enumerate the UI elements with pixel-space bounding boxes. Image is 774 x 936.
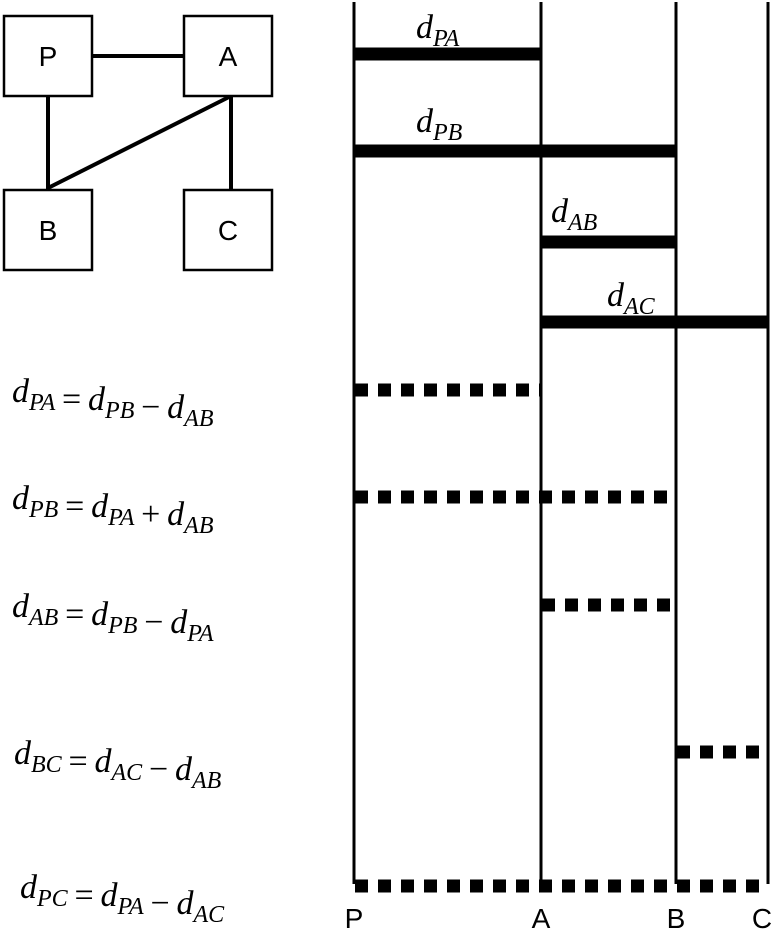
segment-d-ab: dAB — [541, 193, 676, 249]
equation-text: dBC = dAC − dAB — [14, 735, 222, 794]
equation-d-pc: dPC = dPA − dAC — [20, 869, 767, 928]
axis-label-p: P — [345, 903, 364, 934]
node-p: P — [2, 14, 94, 98]
equation-d-bc: dBC = dAC − dAB — [14, 735, 767, 794]
axis-label-a: A — [532, 903, 551, 934]
equation-text: dPB = dPA + dAB — [12, 480, 214, 539]
equation-text: dPC = dPA − dAC — [20, 869, 225, 928]
node-box — [2, 14, 94, 98]
equation-d-ab: dAB = dPB − dPA — [12, 588, 675, 647]
node-b: B — [2, 188, 94, 272]
equation-text: dAB = dPB − dPA — [12, 588, 214, 647]
edge-a-b — [47, 94, 232, 190]
node-box — [2, 188, 94, 272]
equation-d-pb: dPB = dPA + dAB — [12, 480, 675, 539]
node-label: A — [219, 41, 238, 72]
segment-d-pb: dPB — [354, 103, 676, 158]
node-label: C — [218, 215, 238, 246]
equation-d-pa: dPA = dPB − dAB — [12, 373, 540, 432]
node-box — [182, 188, 274, 272]
node-label: P — [39, 41, 58, 72]
axis-label-c: C — [752, 903, 772, 934]
axis-label-b: B — [667, 903, 686, 934]
node-a: A — [182, 14, 274, 98]
node-box — [182, 14, 274, 98]
equation-text: dPA = dPB − dAB — [12, 373, 214, 432]
node-label: B — [39, 215, 58, 246]
node-c: C — [182, 188, 274, 272]
segment-d-ac: dAC — [541, 277, 768, 329]
segment-d-pa: dPA — [354, 9, 541, 61]
segment-label: dPB — [416, 103, 463, 146]
node-graph: P A B C — [2, 14, 274, 272]
segment-label: dPA — [416, 9, 460, 52]
segment-label: dAC — [607, 277, 656, 320]
equations: dPA = dPB − dAB dPB = dPA + dAB dAB = dPB … — [12, 373, 767, 928]
segment-label: dAB — [551, 193, 598, 236]
